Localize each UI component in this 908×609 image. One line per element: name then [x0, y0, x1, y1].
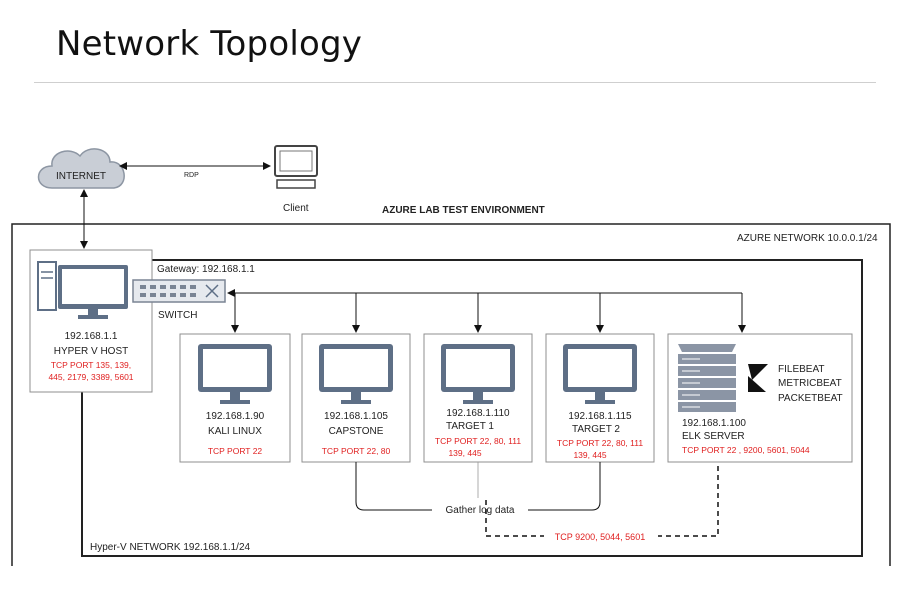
- azure-network-label: AZURE NETWORK 10.0.0.1/24: [737, 233, 878, 244]
- hyperv-network-boundary: [81, 259, 863, 557]
- rdp-label: RDP: [184, 172, 199, 179]
- machine-ip: 192.168.1.105: [324, 411, 388, 422]
- machine-ports-line1: TCP PORT 22, 80, 111: [435, 436, 521, 446]
- machine-ip: 192.168.1.110: [446, 408, 510, 419]
- elk-ip: 192.168.1.100: [682, 418, 746, 429]
- gather-label: Gather log data: [446, 505, 515, 516]
- gateway-label: Gateway: 192.168.1.1: [157, 264, 255, 275]
- dashed-ports-label: TCP 9200, 5044, 5601: [555, 532, 645, 542]
- network-switch-icon: [132, 279, 226, 303]
- elk-server-node: FILEBEAT METRICBEAT PACKETBEAT 192.168.1…: [667, 333, 853, 463]
- target-1-node: 192.168.1.110 TARGET 1 TCP PORT 22, 80, …: [423, 333, 533, 463]
- monitor-icon: [198, 344, 272, 404]
- machine-name: TARGET 1: [446, 421, 494, 432]
- client-computer-icon: [274, 145, 318, 189]
- elk-dashed-connector: [485, 462, 719, 537]
- beat-filebeat: FILEBEAT: [778, 364, 825, 375]
- gather-label-bg: [432, 502, 528, 516]
- machine-ports-line2: 139, 445: [573, 450, 606, 460]
- hyper-v-host-node: 192.168.1.1 HYPER V HOST TCP PORT 135, 1…: [29, 249, 153, 393]
- host-ports-line1: TCP PORT 135, 139,: [51, 360, 131, 370]
- elk-name: ELK SERVER: [682, 431, 745, 442]
- environment-title: AZURE LAB TEST ENVIRONMENT: [382, 205, 545, 216]
- client-label: Client: [283, 203, 309, 214]
- page-title: Network Topology: [56, 24, 363, 64]
- elk-ports: TCP PORT 22 , 9200, 5601, 5044: [682, 445, 810, 455]
- machine-ports-line2: 139, 445: [448, 448, 481, 458]
- machine-name: KALI LINUX: [208, 426, 262, 437]
- hyperv-network-label: Hyper-V NETWORK 192.168.1.1/24: [90, 542, 251, 553]
- machine-ports-line1: TCP PORT 22, 80, 111: [557, 438, 643, 448]
- machine-ip: 192.168.1.115: [568, 411, 632, 422]
- beat-packetbeat: PACKETBEAT: [778, 393, 843, 404]
- title-divider: [34, 82, 876, 83]
- azure-network-boundary: [11, 223, 891, 566]
- machine-name: TARGET 2: [572, 424, 620, 435]
- desktop-computer-icon: [37, 261, 128, 319]
- internet-label: INTERNET: [56, 171, 106, 182]
- monitor-icon: [563, 344, 637, 404]
- capstone-node: 192.168.1.105 CAPSTONE TCP PORT 22, 80: [301, 333, 411, 463]
- monitor-icon: [319, 344, 393, 404]
- kali-linux-node: 192.168.1.90 KALI LINUX TCP PORT 22: [179, 333, 291, 463]
- machine-ports: TCP PORT 22, 80: [322, 446, 391, 456]
- host-name: HYPER V HOST: [54, 346, 128, 357]
- monitor-icon: [441, 344, 515, 404]
- machine-name: CAPSTONE: [329, 426, 384, 437]
- machine-ip: 192.168.1.90: [206, 411, 265, 422]
- internet-cloud-icon: [37, 148, 125, 189]
- server-rack-icon: [678, 344, 736, 412]
- kibana-logo-icon: [748, 364, 768, 392]
- switch-label: SWITCH: [158, 310, 197, 321]
- target-2-node: 192.168.1.115 TARGET 2 TCP PORT 22, 80, …: [545, 333, 655, 463]
- machine-ports: TCP PORT 22: [208, 446, 263, 456]
- host-ports-line2: 445, 2179, 3389, 5601: [48, 372, 133, 382]
- dashed-label-bg: [544, 529, 658, 543]
- host-ip: 192.168.1.1: [65, 331, 118, 342]
- beat-metricbeat: METRICBEAT: [778, 378, 842, 389]
